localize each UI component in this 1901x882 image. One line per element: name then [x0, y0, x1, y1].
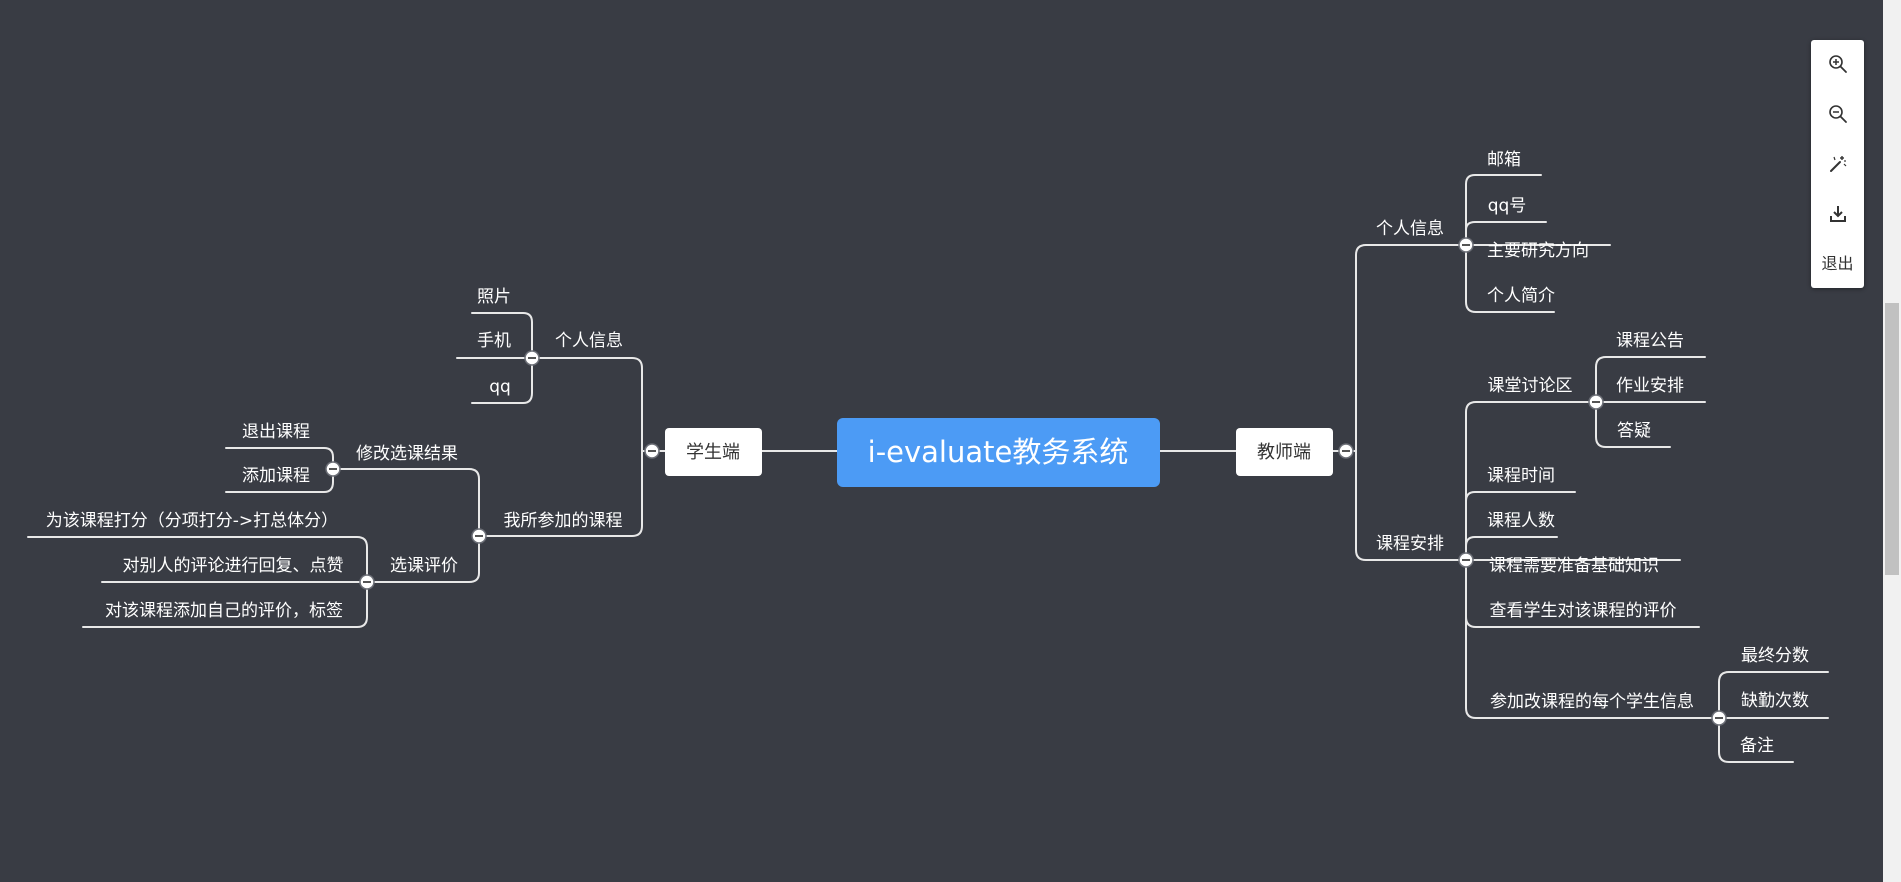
student-add-course-label[interactable]: 添加课程	[242, 466, 310, 486]
exit-label: 退出	[1821, 254, 1854, 273]
collapse-toggle-teacher-student-info[interactable]	[1711, 710, 1727, 726]
student-node-label: 学生端	[686, 442, 740, 463]
edge-t-count	[1465, 536, 1558, 561]
edge-t-final	[1718, 671, 1829, 719]
teacher-node-label: 教师端	[1257, 442, 1311, 463]
collapse-toggle-student-personal[interactable]	[524, 350, 540, 366]
student-personal-info-label[interactable]: 个人信息	[555, 331, 623, 351]
teacher-qq-label[interactable]: qq号	[1488, 196, 1527, 216]
edge-t-studentinfo	[1465, 559, 1719, 719]
teacher-course-time-label[interactable]: 课程时间	[1487, 466, 1555, 486]
teacher-discussion-label[interactable]: 课堂讨论区	[1488, 376, 1573, 396]
collapse-toggle-student-courses[interactable]	[471, 528, 487, 544]
edge-t-discussion	[1465, 401, 1596, 561]
auto-layout-button[interactable]	[1811, 140, 1864, 188]
student-modify-label[interactable]: 修改选课结果	[356, 444, 458, 464]
root-node[interactable]: i-evaluate教务系统	[837, 418, 1160, 487]
teacher-final-score-label[interactable]: 最终分数	[1741, 646, 1809, 666]
toolbar: 退出	[1811, 40, 1864, 288]
edge-s-tag	[82, 581, 368, 628]
student-photo-label[interactable]: 照片	[477, 287, 511, 307]
student-qq-label[interactable]: qq	[489, 377, 511, 397]
student-evaluate-label[interactable]: 选课评价	[390, 556, 458, 576]
teacher-course-basics-label[interactable]: 课程需要准备基础知识	[1489, 556, 1659, 576]
edge-t-bio	[1465, 244, 1555, 313]
edge-t-course	[1345, 450, 1466, 561]
teacher-note-label[interactable]: 备注	[1740, 736, 1774, 756]
edge-s-quit	[225, 447, 334, 470]
teacher-notice-label[interactable]: 课程公告	[1616, 331, 1684, 351]
teacher-view-evaluation-label[interactable]: 查看学生对该课程的评价	[1490, 601, 1677, 621]
zoom-in-button[interactable]	[1811, 40, 1864, 88]
student-rate-label[interactable]: 为该课程打分（分项打分->打总体分）	[46, 511, 338, 531]
student-node[interactable]: 学生端	[665, 428, 762, 476]
edge-s-modify	[333, 468, 480, 537]
student-tag-label[interactable]: 对该课程添加自己的评价，标签	[105, 601, 343, 621]
teacher-email-label[interactable]: 邮箱	[1487, 150, 1521, 170]
teacher-student-info-label[interactable]: 参加改课程的每个学生信息	[1490, 692, 1694, 712]
edge-s-evaluate	[367, 535, 480, 583]
student-my-courses-label[interactable]: 我所参加的课程	[504, 511, 623, 531]
edge-t-time	[1465, 491, 1576, 561]
edge-s-qq	[471, 357, 533, 404]
exit-button[interactable]: 退出	[1811, 238, 1864, 286]
collapse-toggle-teacher-personal[interactable]	[1458, 237, 1474, 253]
edge-student-personal	[547, 357, 653, 452]
magic-wand-icon	[1829, 156, 1846, 172]
edge-t-qq	[1465, 221, 1547, 246]
zoom-out-icon	[1828, 105, 1847, 123]
collapse-toggle-student-modify[interactable]	[325, 461, 341, 477]
collapse-toggle-teacher-discussion[interactable]	[1588, 394, 1604, 410]
teacher-qa-label[interactable]: 答疑	[1617, 421, 1651, 441]
teacher-personal-info-label[interactable]: 个人信息	[1376, 219, 1444, 239]
student-reply-label[interactable]: 对别人的评论进行回复、点赞	[123, 556, 344, 576]
teacher-course-label[interactable]: 课程安排	[1376, 534, 1444, 554]
zoom-out-button[interactable]	[1811, 90, 1864, 138]
collapse-toggle-teacher-course[interactable]	[1458, 552, 1474, 568]
download-button[interactable]	[1811, 190, 1864, 238]
edge-t-personal	[1345, 244, 1466, 452]
edge-t-qa	[1595, 401, 1671, 448]
teacher-course-count-label[interactable]: 课程人数	[1487, 511, 1555, 531]
teacher-research-label[interactable]: 主要研究方向	[1487, 241, 1589, 261]
root-label: i-evaluate教务系统	[868, 435, 1129, 469]
collapse-toggle-student[interactable]	[644, 443, 660, 459]
zoom-in-icon	[1828, 55, 1847, 73]
edge-s-photo	[471, 312, 533, 359]
scrollbar-thumb[interactable]	[1885, 303, 1899, 575]
edge-s-add	[225, 468, 334, 493]
vertical-scrollbar[interactable]	[1883, 0, 1901, 882]
teacher-bio-label[interactable]: 个人简介	[1487, 286, 1555, 306]
student-phone-label[interactable]: 手机	[477, 331, 511, 351]
teacher-absence-label[interactable]: 缺勤次数	[1741, 691, 1809, 711]
download-icon	[1829, 206, 1846, 222]
edge-t-note	[1718, 717, 1794, 763]
edge-t-email	[1465, 174, 1542, 246]
edge-s-rate	[27, 536, 368, 583]
collapse-toggle-teacher[interactable]	[1338, 443, 1354, 459]
teacher-node[interactable]: 教师端	[1236, 428, 1333, 476]
teacher-homework-label[interactable]: 作业安排	[1616, 376, 1684, 396]
edge-student-courses	[477, 450, 653, 537]
collapse-toggle-student-evaluate[interactable]	[359, 574, 375, 590]
student-quit-course-label[interactable]: 退出课程	[242, 422, 310, 442]
edge-t-notice	[1595, 356, 1706, 403]
